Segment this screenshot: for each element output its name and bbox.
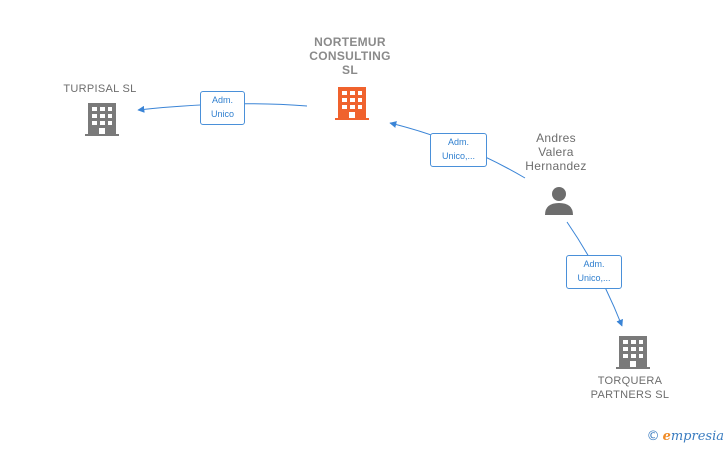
edge-label-line: Unico [210,109,234,119]
edge-label-line: Adm. [211,95,233,105]
watermark-initial: e [662,429,671,444]
copyright-icon: © [646,429,660,444]
empresia-watermark: ©empresia [647,429,724,444]
person-icon[interactable] [543,185,575,217]
watermark-text: mpresia [670,429,724,444]
node-label-turpisal[interactable]: TURPISAL SL [45,82,155,96]
node-label-line: Hernandez [525,159,587,173]
node-label-line: CONSULTING [309,49,391,63]
node-label-line: Valera [538,145,574,159]
node-label-line: NORTEMUR [314,35,386,49]
edge-label-andres-torquera[interactable]: Adm. Unico,... [566,255,622,289]
node-label-line: PARTNERS SL [590,389,670,401]
building-icon[interactable] [335,85,369,121]
node-label-line: TORQUERA [597,375,663,387]
edge-label-line: Adm. [447,137,469,147]
node-label-line: SL [342,63,358,77]
building-icon[interactable] [85,101,119,137]
edge-label-line: Unico,... [577,273,611,283]
edge-label-andres-nortemur[interactable]: Adm. Unico,... [430,133,487,167]
building-icon[interactable] [616,334,650,370]
edge-label-nortemur-turpisal[interactable]: Adm. Unico [200,91,245,125]
node-label-torquera[interactable]: TORQUERA PARTNERS SL [575,374,685,402]
edge-label-line: Unico,... [441,151,475,161]
node-label-line: Andres [536,131,576,145]
edge-label-line: Adm. [583,259,605,269]
node-label-nortemur[interactable]: NORTEMUR CONSULTING SL [290,35,410,77]
node-label-line: TURPISAL SL [63,83,137,95]
node-label-andres[interactable]: Andres Valera Hernandez [506,131,606,173]
